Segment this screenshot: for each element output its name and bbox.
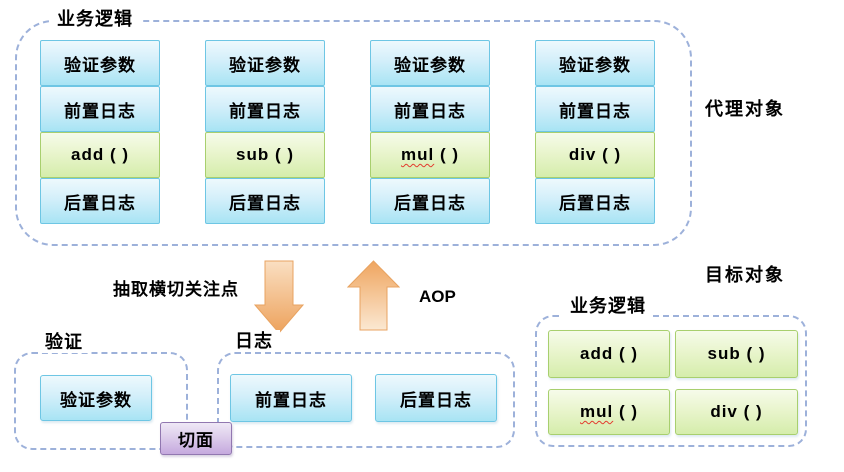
extract-crosscut-label: 抽取横切关注点 — [113, 280, 239, 299]
validate-params-cell: 验证参数 — [205, 40, 325, 86]
method-parens: ( ) — [740, 344, 766, 363]
target-method-div: div ( ) — [675, 389, 798, 435]
method-parens: ( ) — [434, 145, 459, 164]
validate-params-box: 验证参数 — [40, 375, 152, 421]
pre-log-cell: 前置日志 — [535, 86, 655, 132]
validate-group-border — [14, 352, 188, 450]
target-group-label: 业务逻辑 — [563, 295, 653, 317]
validate-group-label: 验证 — [38, 331, 90, 353]
method-name: div — [568, 145, 597, 164]
method-parens: ( ) — [269, 145, 294, 164]
aspect-box: 切面 — [160, 422, 232, 455]
method-parens: ( ) — [613, 402, 638, 421]
method-cell-add: add ( ) — [40, 132, 160, 178]
post-log-cell: 后置日志 — [535, 178, 655, 224]
method-name: mul — [579, 402, 614, 421]
log-group-label: 日志 — [228, 330, 280, 352]
proxy-method-column-sub: 验证参数 前置日志 sub ( ) 后置日志 — [205, 40, 325, 224]
method-name: add — [70, 145, 105, 164]
target-method-add: add ( ) — [548, 330, 670, 378]
target-method-mul: mul ( ) — [548, 389, 670, 435]
method-name: add — [579, 344, 614, 363]
post-log-cell: 后置日志 — [205, 178, 325, 224]
pre-log-cell: 前置日志 — [370, 86, 490, 132]
pre-log-box: 前置日志 — [230, 374, 352, 422]
pre-log-cell: 前置日志 — [40, 86, 160, 132]
validate-params-cell: 验证参数 — [535, 40, 655, 86]
method-parens: ( ) — [596, 145, 622, 164]
proxy-method-column-div: 验证参数 前置日志 div ( ) 后置日志 — [535, 40, 655, 224]
pre-log-cell: 前置日志 — [205, 86, 325, 132]
log-group-border — [217, 352, 515, 448]
proxy-method-column-mul: 验证参数 前置日志 mul ( ) 后置日志 — [370, 40, 490, 224]
target-group-border — [535, 315, 807, 447]
method-name: sub — [235, 145, 270, 164]
method-parens: ( ) — [737, 402, 763, 421]
method-name: div — [710, 402, 738, 421]
up-arrow-icon — [347, 260, 400, 331]
post-log-cell: 后置日志 — [370, 178, 490, 224]
aop-label: AOP — [419, 287, 456, 306]
target-method-sub: sub ( ) — [675, 330, 798, 378]
method-cell-div: div ( ) — [535, 132, 655, 178]
down-arrow-icon — [254, 260, 304, 334]
proxy-group-border — [15, 20, 692, 246]
target-side-label: 目标对象 — [705, 265, 785, 285]
method-parens: ( ) — [613, 344, 638, 363]
method-name: sub — [707, 344, 741, 363]
post-log-cell: 后置日志 — [40, 178, 160, 224]
proxy-method-column-add: 验证参数 前置日志 add ( ) 后置日志 — [40, 40, 160, 224]
post-log-box: 后置日志 — [375, 374, 497, 422]
method-name: mul — [400, 145, 435, 164]
method-parens: ( ) — [104, 145, 129, 164]
validate-params-cell: 验证参数 — [370, 40, 490, 86]
method-cell-mul: mul ( ) — [370, 132, 490, 178]
proxy-side-label: 代理对象 — [705, 99, 785, 119]
method-cell-sub: sub ( ) — [205, 132, 325, 178]
validate-params-cell: 验证参数 — [40, 40, 160, 86]
proxy-group-label: 业务逻辑 — [50, 8, 140, 30]
